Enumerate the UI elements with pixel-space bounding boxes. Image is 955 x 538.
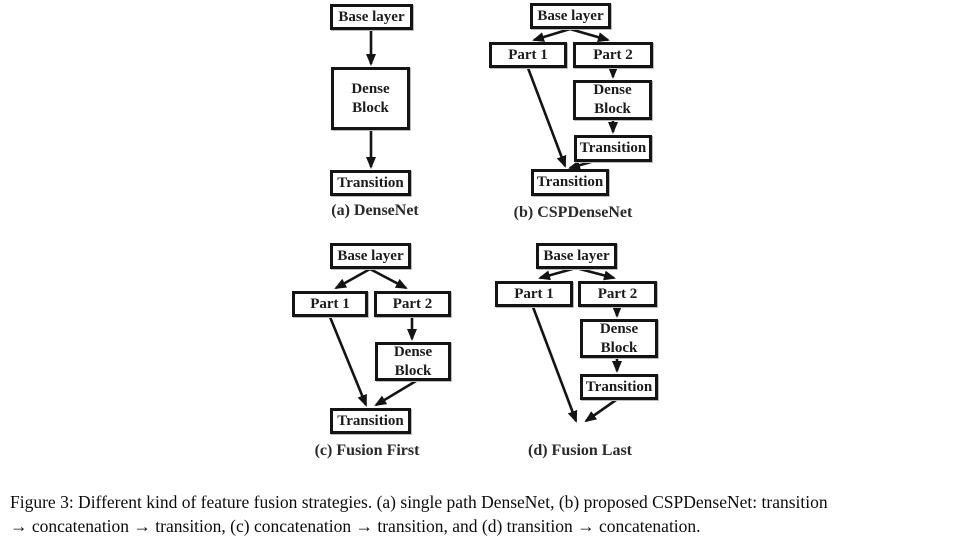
node-a-base-layer: Base layer — [330, 4, 413, 30]
node-c-part2: Part 2 — [374, 291, 451, 317]
arrow-c-dense-to-transition — [374, 379, 417, 407]
arrow-b-part1-to-transition2 — [526, 67, 567, 168]
node-d-part2: Part 2 — [578, 281, 657, 307]
node-c-part1: Part 1 — [292, 291, 368, 317]
node-a-dense-block: Dense Block — [331, 67, 410, 130]
node-b-part1: Part 1 — [489, 42, 567, 68]
figure-caption-line1: Figure 3: Different kind of feature fusi… — [10, 492, 828, 512]
arrow-d-transition-to-output — [584, 398, 617, 423]
arrow-d-base-to-part2 — [575, 266, 616, 281]
arrow-b-base-to-part1 — [532, 27, 571, 42]
node-b-transition-upper: Transition — [574, 135, 652, 162]
node-d-part1: Part 1 — [495, 281, 573, 307]
panel-d-label: (d) Fusion Last — [527, 442, 633, 459]
arrow-c-part1-to-transition — [328, 316, 368, 407]
panel-a-label: (a) DenseNet — [331, 202, 419, 219]
node-c-dense-block: Dense Block — [375, 342, 451, 381]
panel-b-label: (b) CSPDenseNet — [513, 204, 633, 221]
node-c-base-layer: Base layer — [330, 243, 411, 269]
node-d-transition: Transition — [580, 374, 658, 400]
node-c-transition: Transition — [330, 408, 411, 434]
node-b-dense-block: Dense Block — [573, 80, 652, 120]
node-b-transition-lower: Transition — [531, 169, 609, 196]
arrow-d-base-to-part1 — [538, 266, 577, 281]
arrow-b-base-to-part2 — [569, 27, 610, 43]
arrow-d-part1-to-output — [531, 306, 578, 423]
node-d-dense-block: Dense Block — [580, 319, 658, 358]
node-d-base-layer: Base layer — [536, 243, 617, 269]
node-b-base-layer: Base layer — [530, 3, 611, 29]
arrow-c-base-to-part2 — [369, 267, 408, 290]
node-b-part2: Part 2 — [573, 42, 653, 68]
panel-c-label: (c) Fusion First — [314, 442, 420, 459]
arrow-c-base-to-part1 — [334, 267, 371, 290]
node-a-transition: Transition — [330, 170, 411, 196]
figure-caption-line2: → concatenation → transition, (c) concat… — [10, 516, 701, 536]
